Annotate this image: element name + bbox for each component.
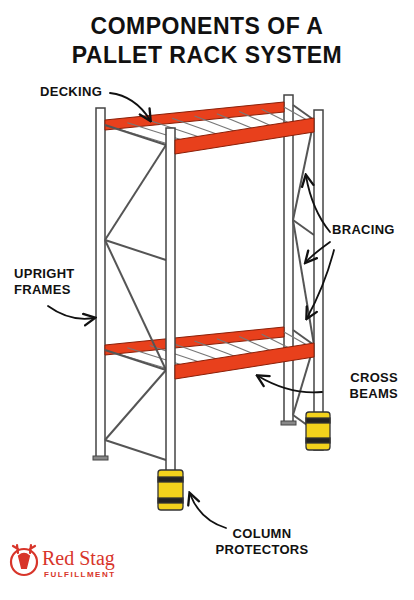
part-label: COLUMN PROTECTORS (206, 526, 318, 559)
base-plates (93, 421, 296, 460)
part-label: BRACING (332, 222, 408, 238)
column-protectors (158, 412, 330, 510)
part-label: CROSS BEAMS (326, 370, 398, 403)
part-label: UPRIGHT FRAMES (14, 266, 86, 299)
leader-arrows (48, 93, 334, 528)
front-posts (166, 110, 323, 508)
brand-tagline: FULFILLMENT (44, 570, 154, 580)
brand-name: Red Stag (42, 546, 152, 571)
right-frame-bracing (293, 105, 314, 430)
decking-wire (105, 125, 175, 146)
part-label: DECKING (40, 84, 120, 100)
front-beams (175, 118, 314, 379)
left-frame-bracing (105, 125, 166, 460)
diagram-title: COMPONENTS OF A PALLET RACK SYSTEM (62, 12, 352, 70)
stag-logo (11, 545, 37, 575)
